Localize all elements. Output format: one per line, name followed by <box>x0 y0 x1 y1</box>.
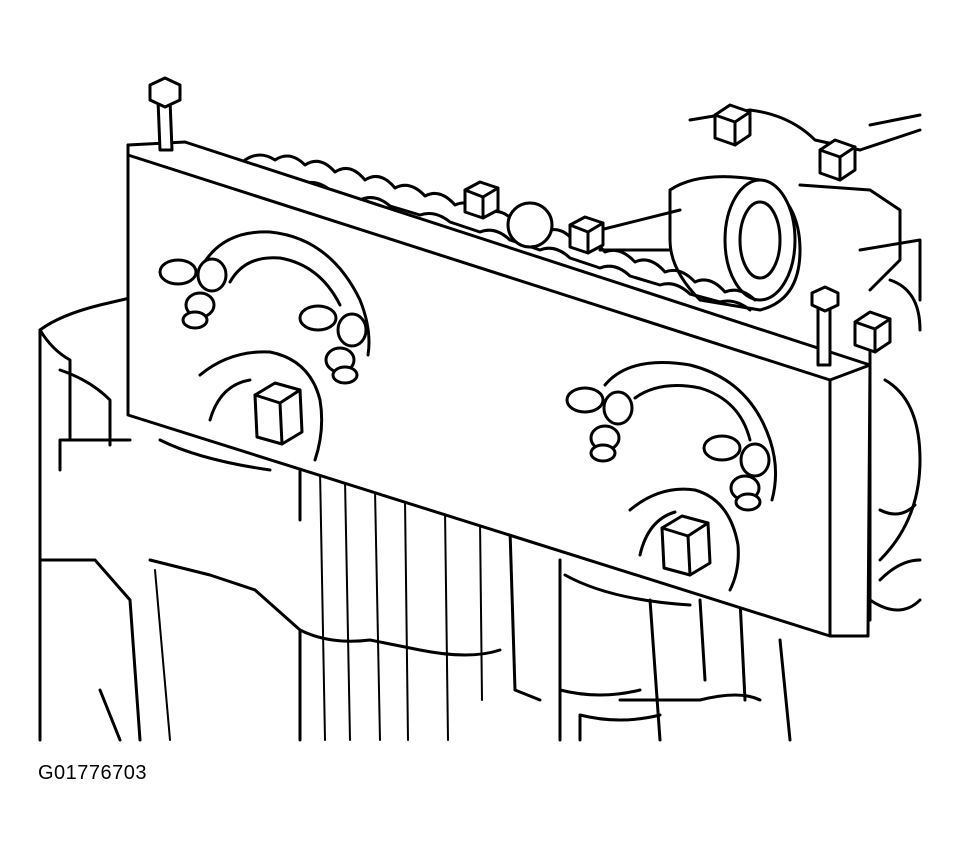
left-camshaft-clamp <box>158 230 371 385</box>
alignment-pins <box>148 76 840 367</box>
bolt-icon <box>568 215 605 255</box>
hex-bolt-icon <box>660 514 712 577</box>
right-camshaft-clamp <box>565 361 777 512</box>
head-bolts <box>463 103 892 354</box>
wing-nut-icon <box>158 257 228 330</box>
wing-nut-icon <box>702 434 771 512</box>
hex-bolt-icon <box>253 381 304 446</box>
figure-code: G01776703 <box>38 762 148 784</box>
wing-nut-icon <box>565 386 634 463</box>
engine-block <box>38 296 792 742</box>
bolt-icon <box>713 103 752 147</box>
pin-icon <box>148 76 182 152</box>
timing-chain <box>243 153 757 312</box>
pin-icon <box>810 285 840 367</box>
bolt-icon <box>853 310 892 354</box>
left-mounting-bolt <box>158 350 324 472</box>
engine-diagram <box>38 76 922 742</box>
bolt-icon <box>463 180 500 220</box>
wing-nut-icon <box>298 304 368 385</box>
holding-plate <box>126 140 872 638</box>
bolt-icon <box>818 138 857 182</box>
right-mounting-bolt <box>563 487 740 607</box>
